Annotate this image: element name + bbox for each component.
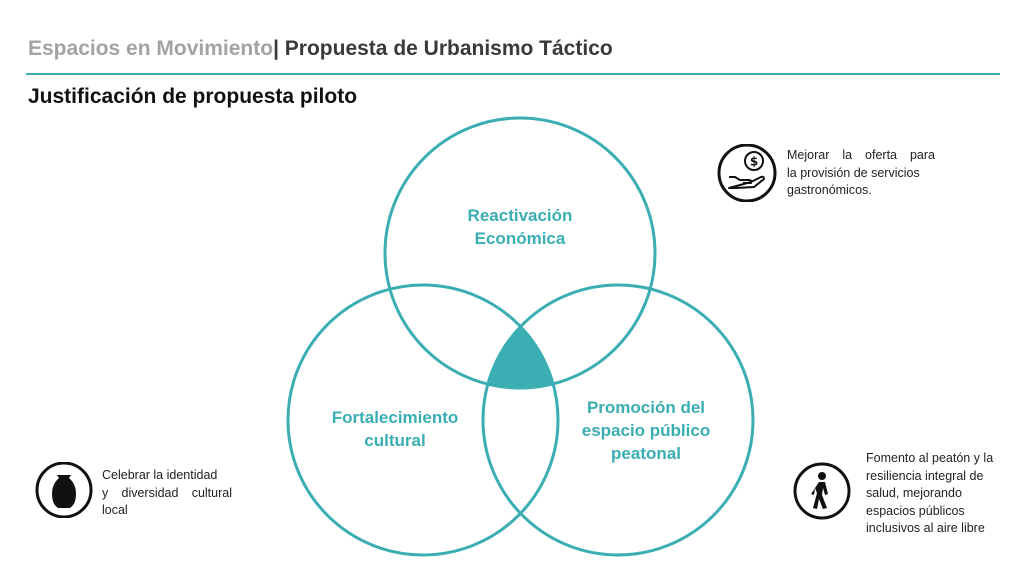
brand-name: Espacios en Movimiento [28,37,274,60]
hand-money-icon: $ [717,144,777,202]
pedestrian-icon [793,462,851,520]
svg-text:$: $ [750,155,758,169]
venn-circle-cultural [286,283,560,557]
note-cultural: Celebrar la identidad y diversidad cultu… [102,468,232,517]
label-cultural-strengthening: Fortalecimiento cultural [331,408,459,450]
header-divider [26,73,1000,75]
venn-circle-economic [383,116,657,390]
venn-circle-pedestrian [481,283,755,557]
header-title: Espacios en Movimiento| Propuesta de Urb… [28,37,613,61]
slide-subtitle: Justificación de propuesta piloto [28,85,358,108]
label-pedestrian-space: Promoción del espacio público peatonal [581,398,711,463]
label-economic-reactivation: Reactivación Económica [467,206,573,248]
note-pedestrian: Fomento al peatón y la resiliencia integ… [866,451,994,535]
vase-icon [35,462,93,518]
note-economic: Mejorar la oferta para la provisión de s… [787,148,935,197]
presentation-title: Propuesta de Urbanismo Táctico [278,37,613,60]
header-separator: | [273,37,279,60]
